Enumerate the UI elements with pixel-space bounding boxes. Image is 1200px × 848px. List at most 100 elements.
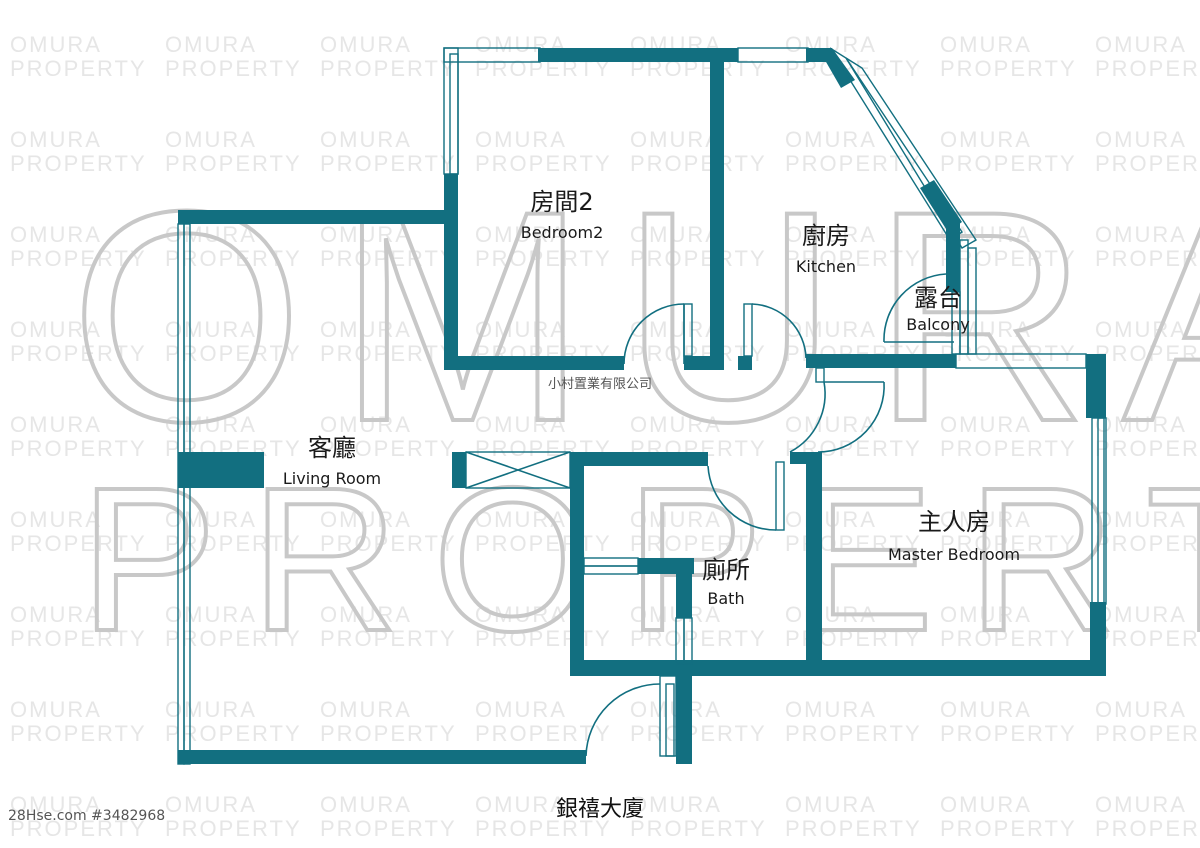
watermark-small-line2: PROPERTY — [165, 246, 302, 271]
bedroom2-label-zh: 房間2 — [530, 188, 593, 216]
watermark-small-line1: OMURA — [320, 697, 412, 722]
watermark-small-line1: OMURA — [940, 697, 1032, 722]
watermark-small-line1: OMURA — [940, 507, 1032, 532]
watermark-small-line2: PROPERTY — [940, 246, 1077, 271]
balcony-label-en: Balcony — [906, 315, 969, 334]
watermark-small-line2: PROPERTY — [165, 56, 302, 81]
watermark-small-line1: OMURA — [1095, 32, 1187, 57]
watermark-small-line2: PROPERTY — [475, 626, 612, 651]
watermark-small-line2: PROPERTY — [165, 151, 302, 176]
watermark-small-line1: OMURA — [630, 602, 722, 627]
watermark-small-line1: OMURA — [475, 602, 567, 627]
watermark-small-line1: OMURA — [475, 507, 567, 532]
watermark-small-line2: PROPERTY — [1095, 626, 1200, 651]
watermark-small-line2: PROPERTY — [630, 246, 767, 271]
watermark-small-line1: OMURA — [785, 412, 877, 437]
kitchen-label-en: Kitchen — [796, 257, 856, 276]
watermark-small-line2: PROPERTY — [165, 531, 302, 556]
balcony-label-zh: 露台 — [914, 284, 962, 312]
source-label: 28Hse.com #3482968 — [8, 808, 165, 824]
watermark-small-line2: PROPERTY — [1095, 56, 1200, 81]
watermark-small-line2: PROPERTY — [785, 816, 922, 841]
master-label-en: Master Bedroom — [888, 545, 1020, 564]
watermark-small-line2: PROPERTY — [320, 436, 457, 461]
watermark-large-line1: OMURA — [70, 148, 1200, 484]
watermark-small-line1: OMURA — [165, 697, 257, 722]
watermark-small-line1: OMURA — [940, 127, 1032, 152]
watermark-small-line2: PROPERTY — [1095, 816, 1200, 841]
watermark-small-line2: PROPERTY — [10, 721, 147, 746]
watermark-small-line1: OMURA — [785, 222, 877, 247]
watermark-small-line1: OMURA — [10, 602, 102, 627]
watermark-small-line1: OMURA — [10, 792, 102, 817]
watermark-small-line1: OMURA — [320, 792, 412, 817]
watermark-small-line1: OMURA — [475, 127, 567, 152]
watermark-small-line1: OMURA — [475, 317, 567, 342]
watermark-small-line2: PROPERTY — [1095, 531, 1200, 556]
watermark-small-line1: OMURA — [1095, 412, 1187, 437]
watermark-large: OMURA PROPERTY — [68, 146, 1200, 676]
watermark-small-line2: PROPERTY — [630, 721, 767, 746]
watermark-small-line2: PROPERTY — [10, 531, 147, 556]
watermark-small-line1: OMURA — [940, 602, 1032, 627]
watermark-small-line2: PROPERTY — [630, 151, 767, 176]
watermark-small-line2: PROPERTY — [10, 436, 147, 461]
watermark-small-line1: OMURA — [785, 127, 877, 152]
watermark-small-line2: PROPERTY — [320, 626, 457, 651]
watermark-small-line2: PROPERTY — [785, 246, 922, 271]
watermark-small-line1: OMURA — [785, 602, 877, 627]
watermark-small-line1: OMURA — [165, 412, 257, 437]
watermark-small-line2: PROPERTY — [475, 816, 612, 841]
watermark-small-line1: OMURA — [940, 792, 1032, 817]
watermark-small-line2: PROPERTY — [940, 816, 1077, 841]
watermark-small-line1: OMURA — [940, 317, 1032, 342]
watermark-small-line2: PROPERTY — [10, 626, 147, 651]
watermark-small-line2: PROPERTY — [320, 816, 457, 841]
living-label-zh: 客廳 — [308, 434, 356, 462]
watermark-small-line1: OMURA — [320, 222, 412, 247]
watermark-small-line2: PROPERTY — [10, 341, 147, 366]
watermark-small-line1: OMURA — [165, 317, 257, 342]
building-name: 銀禧大廈 — [556, 797, 644, 822]
watermark-small-line2: PROPERTY — [475, 531, 612, 556]
watermark-small-line1: OMURA — [1095, 222, 1187, 247]
watermark-small-line1: OMURA — [165, 507, 257, 532]
watermark-small-line1: OMURA — [10, 127, 102, 152]
watermark-small-line2: PROPERTY — [475, 246, 612, 271]
watermark-small-line2: PROPERTY — [1095, 151, 1200, 176]
company-label: 小村置業有限公司 — [548, 376, 652, 392]
watermark-small-line2: PROPERTY — [165, 721, 302, 746]
watermark-small-line1: OMURA — [630, 697, 722, 722]
kitchen-label-zh: 廚房 — [802, 222, 850, 250]
watermark-small-line1: OMURA — [630, 507, 722, 532]
watermark-small-line1: OMURA — [475, 222, 567, 247]
watermark-small-line2: PROPERTY — [320, 151, 457, 176]
watermark-small-line2: PROPERTY — [320, 246, 457, 271]
watermark-small-line1: OMURA — [630, 222, 722, 247]
watermark-small-line1: OMURA — [165, 222, 257, 247]
watermark-small-line2: PROPERTY — [1095, 341, 1200, 366]
living-label-en: Living Room — [283, 469, 381, 488]
watermark-small-line2: PROPERTY — [940, 721, 1077, 746]
watermark-small-line1: OMURA — [320, 602, 412, 627]
watermark-small-line1: OMURA — [630, 317, 722, 342]
watermark-small-line1: OMURA — [475, 792, 567, 817]
watermark-small-line2: PROPERTY — [320, 721, 457, 746]
watermark-small-line2: PROPERTY — [785, 721, 922, 746]
watermark-small-line1: OMURA — [630, 412, 722, 437]
watermark-small-line1: OMURA — [165, 127, 257, 152]
watermark-small-line1: OMURA — [10, 32, 102, 57]
watermark-small-line1: OMURA — [785, 317, 877, 342]
watermark-small-line2: PROPERTY — [940, 56, 1077, 81]
watermark-small-line1: OMURA — [475, 412, 567, 437]
watermark-small-line1: OMURA — [320, 32, 412, 57]
watermark-small-line2: PROPERTY — [940, 151, 1077, 176]
watermark-small-line2: PROPERTY — [630, 816, 767, 841]
door-swings — [585, 273, 947, 757]
watermark-small-line2: PROPERTY — [10, 246, 147, 271]
watermark-small-line1: OMURA — [10, 412, 102, 437]
watermark-small-line2: PROPERTY — [165, 341, 302, 366]
watermark-small-line2: PROPERTY — [10, 151, 147, 176]
watermark-small-line2: PROPERTY — [630, 531, 767, 556]
